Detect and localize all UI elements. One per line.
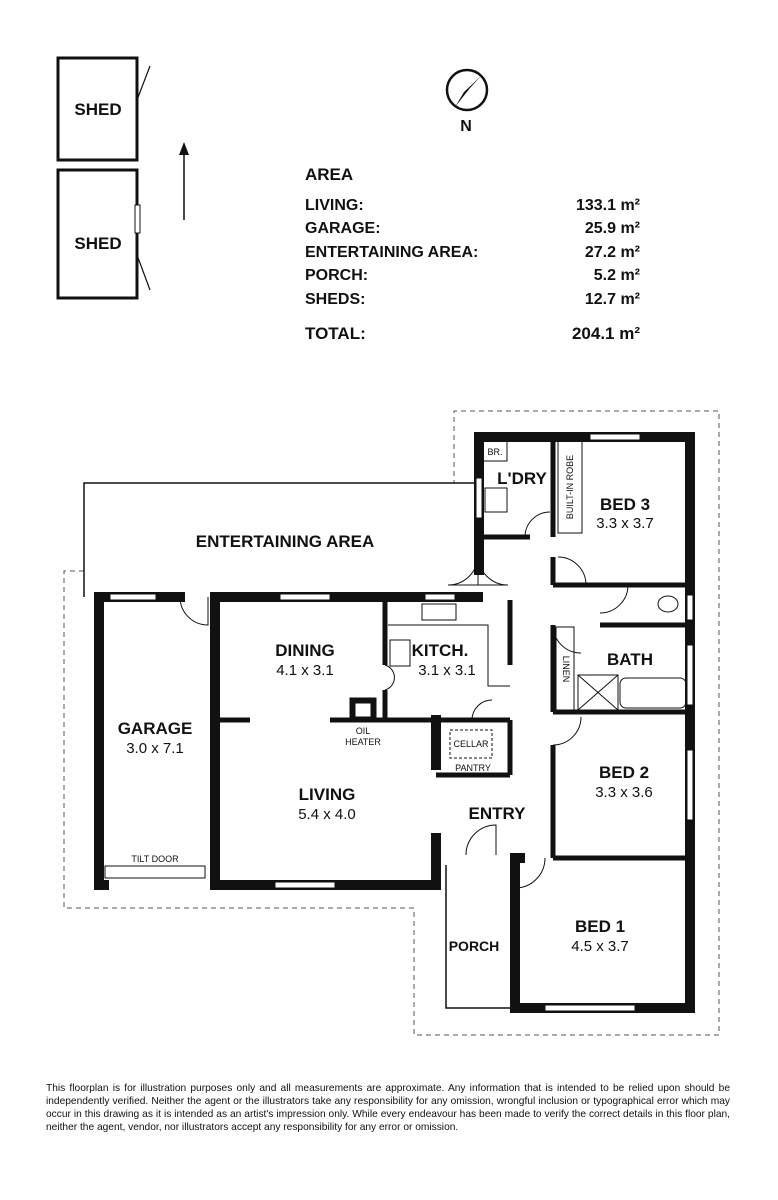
- windows: [104, 433, 694, 1012]
- room-label-entry: ENTRY: [469, 804, 527, 823]
- compass-north-label: N: [460, 118, 472, 135]
- disclaimer: This floorplan is for illustration purpo…: [46, 1083, 730, 1133]
- room-label-bed3: BED 3: [600, 495, 650, 514]
- entertaining-outline: [83, 482, 474, 597]
- room-label-bed2: BED 2: [599, 763, 649, 782]
- total-value: 204.1 m²: [572, 324, 640, 343]
- area-label: GARAGE:: [305, 220, 381, 237]
- room-label-garage: GARAGE: [118, 719, 193, 738]
- shed-1: SHED: [56, 56, 151, 162]
- room-dim-garage: 3.0 x 7.1: [126, 740, 184, 757]
- room-label-dining: DINING: [275, 641, 335, 660]
- room-dim-bed2: 3.3 x 3.6: [595, 784, 653, 801]
- north-arrow-icon: [179, 142, 189, 220]
- oil-heater-label: HEATER: [345, 737, 381, 747]
- room-dim-bed1: 4.5 x 3.7: [571, 938, 629, 955]
- room-label-bed1: BED 1: [575, 917, 625, 936]
- room-label-bath: BATH: [607, 650, 653, 669]
- area-value: 5.2 m²: [594, 267, 640, 284]
- linen-label: LINEN: [561, 656, 571, 683]
- shed-2: SHED: [56, 168, 151, 300]
- area-label: ENTERTAINING AREA:: [305, 244, 478, 261]
- area-label: PORCH:: [305, 267, 368, 284]
- room-label-kitchen: KITCH.: [412, 641, 469, 660]
- room-dim-dining: 4.1 x 3.1: [276, 662, 334, 679]
- total-label: TOTAL:: [305, 324, 366, 343]
- fixtures: [349, 440, 687, 759]
- area-value: 12.7 m²: [585, 291, 640, 308]
- room-label-entertaining: ENTERTAINING AREA: [196, 532, 375, 551]
- compass-icon: N: [445, 68, 489, 135]
- area-value: 27.2 m²: [585, 244, 640, 261]
- shed-label: SHED: [74, 100, 121, 119]
- area-value: 133.1 m²: [576, 197, 640, 214]
- porch-outline: [445, 865, 510, 1009]
- room-label-laundry: L'DRY: [497, 469, 547, 488]
- room-label-living: LIVING: [299, 785, 356, 804]
- shed-label: SHED: [74, 234, 121, 253]
- room-dim-living: 5.4 x 4.0: [298, 806, 356, 823]
- area-label: SHEDS:: [305, 291, 365, 308]
- area-table: AREA LIVING: 133.1 m² GARAGE: 25.9 m² EN…: [305, 165, 640, 343]
- area-label: LIVING:: [305, 197, 364, 214]
- room-dim-kitchen: 3.1 x 3.1: [418, 662, 476, 679]
- tilt-door-label: TILT DOOR: [131, 854, 179, 864]
- pantry-label: PANTRY: [455, 763, 491, 773]
- room-label-porch: PORCH: [449, 938, 500, 954]
- room-dim-bed3: 3.3 x 3.7: [596, 515, 654, 532]
- cellar-label: CELLAR: [453, 739, 489, 749]
- boundary-outline: [63, 410, 720, 1036]
- doors: [179, 511, 629, 889]
- broom-closet-label: BR.: [487, 447, 502, 457]
- robe-label: BUILT-IN ROBE: [565, 455, 575, 519]
- area-value: 25.9 m²: [585, 220, 640, 237]
- area-title: AREA: [305, 165, 353, 184]
- oil-heater-label: OIL: [356, 726, 371, 736]
